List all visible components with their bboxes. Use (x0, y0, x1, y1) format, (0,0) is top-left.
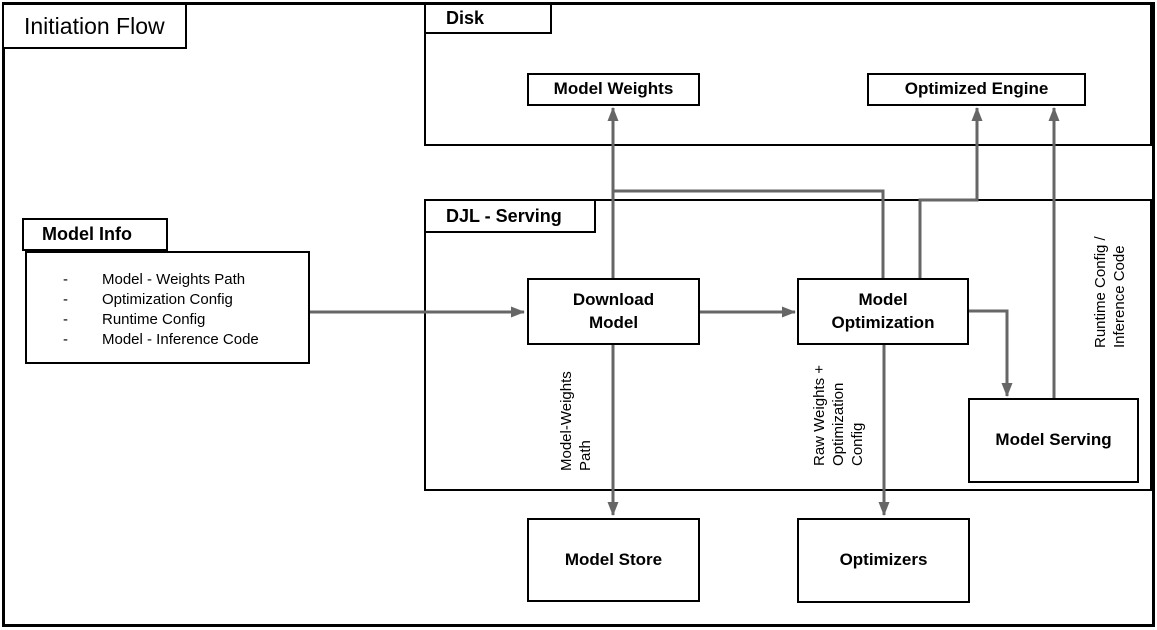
model-info-item-weights-path: Model - Weights Path (102, 271, 246, 288)
page-title-text: Initiation Flow (24, 12, 165, 39)
model-info-item-inference-code: Model - Inference Code (102, 331, 259, 348)
node-download-model: Download Model (527, 278, 700, 345)
edge-label-raw-weights-optimization-config: Raw Weights + Optimization Config (811, 364, 866, 466)
node-model-store: Model Store (527, 518, 700, 602)
node-download-model-text: Download Model (572, 290, 655, 332)
node-model-serving-text: Model Serving (995, 430, 1112, 450)
node-optimizers: Optimizers (797, 518, 970, 603)
model-info-list: - Model - Weights Path - Optimization Co… (27, 253, 308, 350)
model-info-label-text: Model Info (42, 224, 132, 244)
bullet-dash: - (63, 271, 68, 288)
model-info-box: - Model - Weights Path - Optimization Co… (25, 251, 310, 364)
model-info-item-optimization-config: Optimization Config (102, 291, 233, 308)
model-info-item-runtime-config: Runtime Config (102, 311, 206, 328)
node-model-weights: Model Weights (527, 73, 700, 106)
list-item: - Optimization Config (27, 290, 308, 310)
bullet-dash: - (63, 311, 68, 328)
list-item: - Runtime Config (27, 310, 308, 330)
node-optimizers-text: Optimizers (839, 550, 928, 570)
disk-container-label: Disk (424, 3, 552, 34)
node-model-store-text: Model Store (564, 549, 663, 569)
djl-serving-container-label: DJL - Serving (424, 199, 596, 233)
node-model-weights-text: Model Weights (553, 79, 674, 99)
model-info-label: Model Info (22, 218, 168, 251)
edge-label-model-weights-path: Model-Weights Path (558, 371, 594, 471)
list-item: - Model - Weights Path (27, 270, 308, 290)
djl-serving-label-text: DJL - Serving (446, 205, 562, 226)
node-optimized-engine-text: Optimized Engine (904, 79, 1049, 99)
bullet-dash: - (63, 331, 68, 348)
node-optimized-engine: Optimized Engine (867, 73, 1086, 106)
bullet-dash: - (63, 291, 68, 308)
list-item: - Model - Inference Code (27, 330, 308, 350)
page-title: Initiation Flow (2, 3, 187, 49)
edge-label-runtime-config-inference-code: Runtime Config / Inference Code (1092, 236, 1128, 348)
node-model-serving: Model Serving (968, 398, 1139, 483)
node-model-optimization-text: Model Optimization (831, 290, 935, 332)
disk-label-text: Disk (446, 8, 485, 28)
node-model-optimization: Model Optimization (797, 278, 969, 345)
